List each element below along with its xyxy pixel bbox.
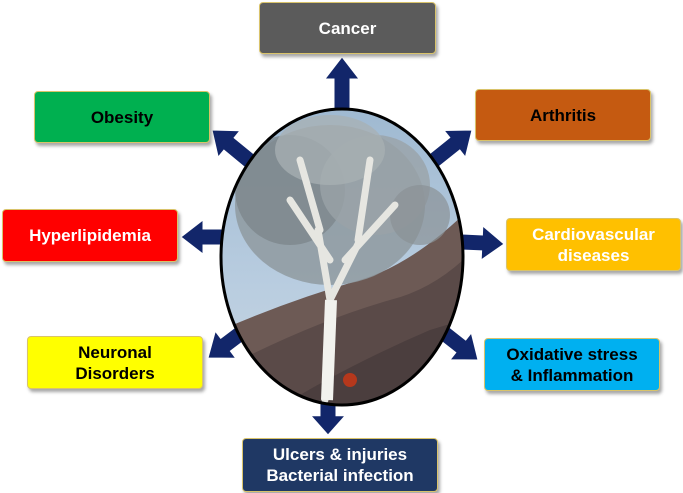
box-ulcers: Ulcers & injuries Bacterial infection <box>242 438 438 492</box>
center-ellipse-border <box>219 107 465 407</box>
label-oxidative: Oxidative stress & Inflammation <box>506 344 638 385</box>
label-hyperlipidemia: Hyperlipidemia <box>29 226 151 245</box>
arrow-cardiovascular <box>461 224 505 261</box>
arrow-hyperlipidemia <box>180 218 223 256</box>
label-ulcers: Ulcers & injuries Bacterial infection <box>266 445 414 485</box>
box-hyperlipidemia: Hyperlipidemia <box>2 209 178 262</box>
box-neuronal: Neuronal Disorders <box>27 336 203 389</box>
box-oxidative: Oxidative stress & Inflammation <box>484 338 660 391</box>
label-cancer: Cancer <box>318 18 377 38</box>
box-cardiovascular: Cardiovascular diseases <box>506 218 681 271</box>
box-obesity: Obesity <box>34 91 210 143</box>
label-obesity: Obesity <box>90 107 154 127</box>
tree-icon <box>235 115 450 404</box>
box-cancer: Cancer <box>259 2 436 54</box>
arrow-obesity <box>211 129 257 169</box>
arrow-cancer <box>323 56 361 111</box>
label-cardiovascular: Cardiovascular diseases <box>532 224 655 265</box>
label-neuronal: Neuronal Disorders <box>75 342 155 383</box>
box-arthritis: Arthritis <box>475 89 651 141</box>
label-arthritis: Arthritis <box>529 105 597 125</box>
arrow-arthritis <box>426 129 473 169</box>
tree-photo <box>219 107 465 407</box>
